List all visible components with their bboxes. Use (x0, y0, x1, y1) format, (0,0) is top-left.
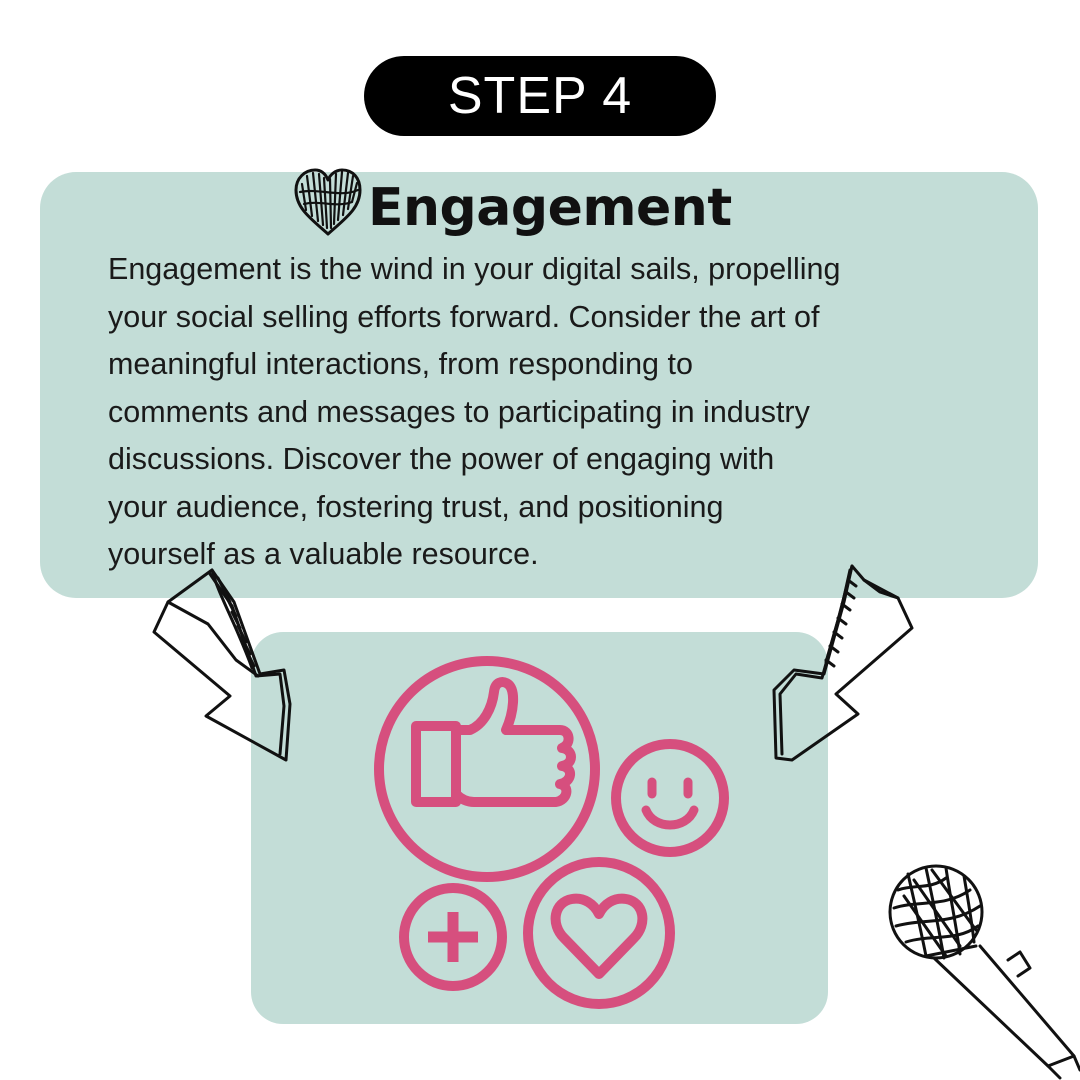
microphone-icon (888, 864, 1080, 1080)
arrow-right-icon (772, 564, 914, 762)
heart-doodle-icon (294, 168, 362, 236)
card-body: Engagement is the wind in your digital s… (108, 252, 841, 571)
smiley-face-icon (611, 739, 729, 857)
icon-card (251, 632, 828, 1024)
card-title: Engagement (368, 178, 732, 238)
info-card (40, 172, 1038, 598)
card-title-row: Engagement (290, 150, 732, 240)
heart-icon (523, 857, 675, 1009)
arrow-left-icon (152, 568, 292, 762)
plus-icon (399, 883, 507, 991)
thumbs-up-icon (374, 656, 600, 882)
step-badge: STEP 4 (364, 56, 716, 136)
step-badge-label: STEP 4 (447, 67, 633, 125)
